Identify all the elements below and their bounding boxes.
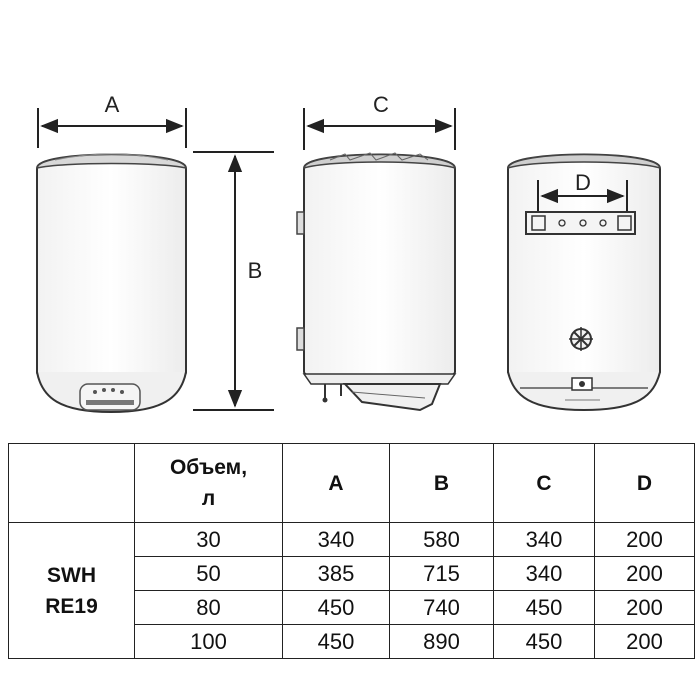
- dimension-drawing: A B C: [36, 92, 661, 414]
- cell-b: 890: [389, 624, 494, 659]
- cell-volume: 80: [134, 590, 283, 626]
- dimension-a-label: A: [105, 92, 120, 117]
- cell-a: 340: [282, 522, 390, 558]
- cell-c: 340: [493, 556, 595, 592]
- cell-d: 200: [594, 624, 695, 659]
- table-row: 50 385 715 340 200: [9, 556, 695, 592]
- table-row: 80 450 740 450 200: [9, 590, 695, 626]
- cell-volume: 100: [134, 624, 283, 659]
- cell-b: 580: [389, 522, 494, 558]
- header-volume-line2: л: [201, 487, 216, 511]
- header-volume-line1: Объем,: [169, 456, 248, 480]
- cell-volume: 50: [134, 556, 283, 592]
- table-header-row: Объем, л A B C D: [8, 442, 695, 524]
- empty-header-cell: [8, 442, 135, 524]
- table-row: SWH RE19 30 340 580 340 200: [8, 522, 695, 659]
- cell-b: 715: [389, 556, 494, 592]
- back-view: D: [507, 153, 661, 412]
- cell-b: 740: [389, 590, 494, 626]
- model-line1: SWH: [47, 563, 96, 587]
- model-line2: RE19: [45, 594, 98, 618]
- cell-d: 200: [594, 556, 695, 592]
- header-volume: Объем, л: [134, 442, 283, 524]
- header-c: C: [493, 442, 595, 524]
- dimension-b-label: B: [248, 258, 263, 283]
- side-view: C: [296, 92, 457, 412]
- cell-volume: 30: [134, 522, 283, 558]
- control-panel: [79, 383, 141, 411]
- tank-body-side: [303, 153, 456, 382]
- cell-c: 340: [493, 522, 595, 558]
- cell-d: 200: [594, 590, 695, 626]
- valve-icon: [569, 327, 593, 351]
- header-b: B: [389, 442, 494, 524]
- cell-c: 450: [493, 624, 595, 659]
- table-row: 100 450 890 450 200: [9, 624, 695, 659]
- header-a: A: [282, 442, 390, 524]
- cell-c: 450: [493, 590, 595, 626]
- cell-d: 200: [594, 522, 695, 558]
- model-cell: SWH RE19: [8, 522, 135, 659]
- dimension-d-label: D: [575, 170, 591, 195]
- front-view: A B: [36, 92, 274, 414]
- dimension-c-label: C: [373, 92, 389, 117]
- header-d: D: [594, 442, 695, 524]
- tank-body: [36, 153, 187, 388]
- specification-table: Объем, л A B C D SWH RE19 30 340 580 340…: [8, 442, 695, 659]
- cell-a: 385: [282, 556, 390, 592]
- cell-a: 450: [282, 590, 390, 626]
- cell-a: 450: [282, 624, 390, 659]
